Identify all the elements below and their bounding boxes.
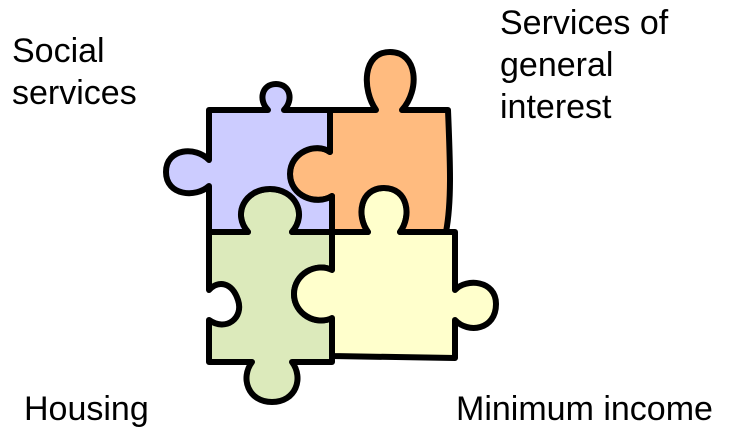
social-services-puzzle-piece <box>163 81 335 235</box>
social-services-label: Social services <box>12 30 137 114</box>
social-services-label-line-1: Social <box>12 32 105 70</box>
sgi-label-line-2: general <box>500 46 614 84</box>
social-services-label-line-2: services <box>12 74 137 112</box>
sgi-label-line-1: Services of <box>500 4 669 42</box>
minimum-income-label: Minimum income <box>456 390 713 428</box>
sgi-label-line-3: interest <box>500 88 612 126</box>
housing-label: Housing <box>24 390 149 428</box>
services-of-general-interest-label: Services of general interest <box>500 2 668 128</box>
